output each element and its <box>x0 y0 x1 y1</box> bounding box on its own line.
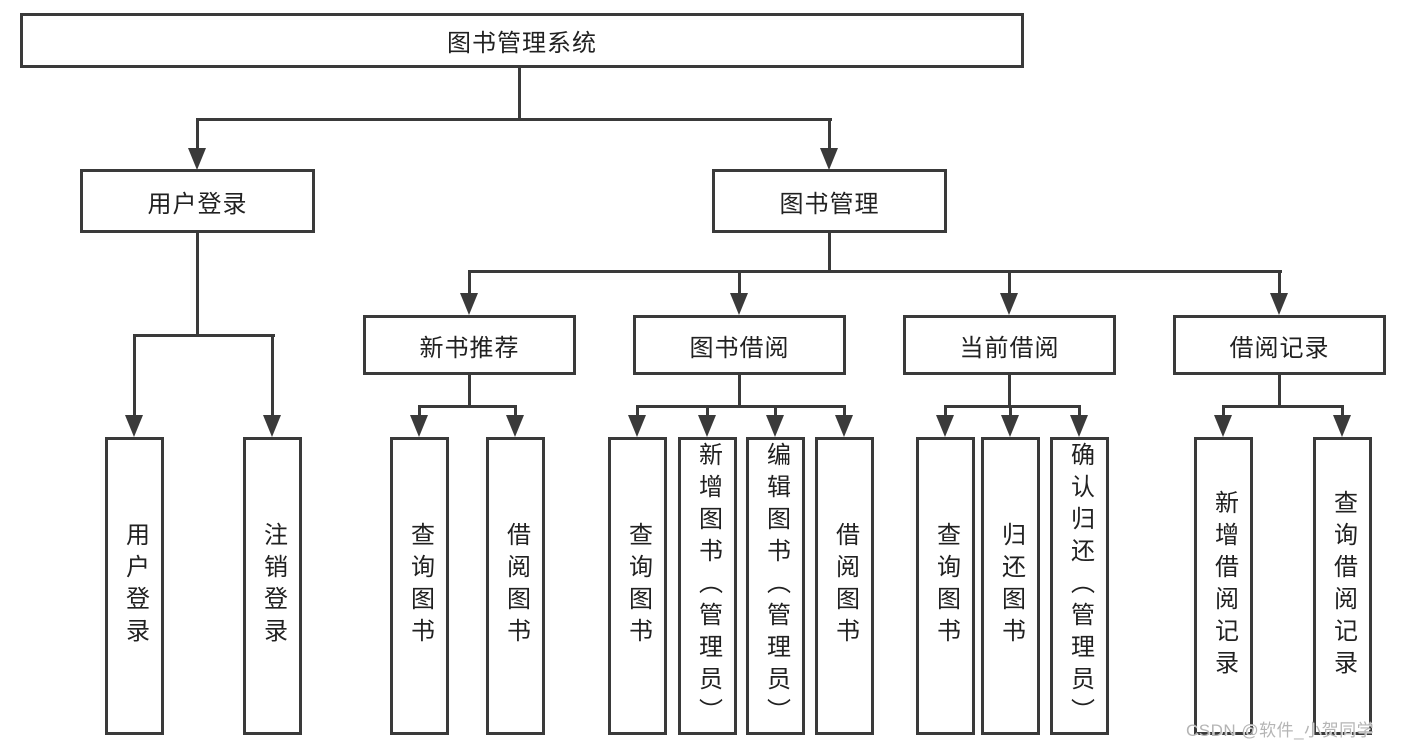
node-new-book-rec: 新书推荐 <box>363 315 576 375</box>
node-root-label: 图书管理系统 <box>447 30 597 57</box>
leaf-user-login: 用户登录 <box>105 437 164 735</box>
connector-stub-borrow-query <box>636 405 639 419</box>
connector-stub-book-mgmt <box>828 118 831 150</box>
leaf-borrow-borrow-books: 借阅图书 <box>815 437 874 735</box>
connector-login-horizontal <box>133 334 275 337</box>
connector-stub-current-confirm <box>1078 405 1081 419</box>
connector-stub-current-borrow <box>1008 270 1011 295</box>
connector-current-horizontal <box>944 405 1081 408</box>
connector-stub-current-return <box>1009 405 1012 419</box>
arrow-down-icon-current-borrow <box>1000 293 1018 315</box>
leaf-borrow-edit-books-admin: 编辑图书（管理员） <box>746 437 805 735</box>
leaf-newrec-query-books-label: 查询图书 <box>406 522 434 650</box>
connector-stub-newrec-query <box>418 405 421 419</box>
leaf-current-confirm-return-admin-label: 确认归还（管理员） <box>1066 442 1094 730</box>
leaf-current-query-books: 查询图书 <box>916 437 975 735</box>
connector-borrow-vertical <box>738 375 741 408</box>
leaf-current-confirm-return-admin: 确认归还（管理员） <box>1050 437 1109 735</box>
arrow-down-icon-borrow-query <box>628 415 646 437</box>
leaf-newrec-query-books: 查询图书 <box>390 437 449 735</box>
connector-root-vertical <box>518 68 521 121</box>
node-user-login: 用户登录 <box>80 169 315 233</box>
connector-stub-leaf-user-login <box>133 334 136 418</box>
leaf-user-login-label: 用户登录 <box>121 522 149 650</box>
node-borrow-records: 借阅记录 <box>1173 315 1386 375</box>
arrow-down-icon-user-login <box>188 148 206 170</box>
leaf-records-query-record: 查询借阅记录 <box>1313 437 1372 735</box>
arrow-down-icon-book-borrow <box>730 293 748 315</box>
node-new-book-rec-label: 新书推荐 <box>419 334 520 362</box>
node-book-mgmt-label: 图书管理 <box>779 190 880 218</box>
arrow-down-icon-current-confirm <box>1070 415 1088 437</box>
arrow-down-icon-leaf-user-login <box>125 415 143 437</box>
arrow-down-icon-book-mgmt <box>820 148 838 170</box>
connector-root-horizontal <box>196 118 832 121</box>
connector-newrec-horizontal <box>418 405 517 408</box>
leaf-borrow-query-books-label: 查询图书 <box>624 522 652 650</box>
connector-login-vertical <box>196 233 199 337</box>
connector-records-vertical <box>1278 375 1281 408</box>
connector-stub-records-add <box>1222 405 1225 419</box>
arrow-down-icon-borrow-add <box>698 415 716 437</box>
node-current-borrow: 当前借阅 <box>903 315 1116 375</box>
arrow-down-icon-newrec-borrow <box>506 415 524 437</box>
arrow-down-icon-borrow-borrow <box>835 415 853 437</box>
node-root: 图书管理系统 <box>20 13 1024 68</box>
arrow-down-icon-leaf-logout <box>263 415 281 437</box>
leaf-records-query-record-label: 查询借阅记录 <box>1329 490 1357 682</box>
node-book-borrow: 图书借阅 <box>633 315 846 375</box>
connector-stub-leaf-logout <box>271 334 274 418</box>
leaf-borrow-borrow-books-label: 借阅图书 <box>831 522 859 650</box>
connector-newrec-vertical <box>468 375 471 408</box>
connector-stub-borrow-records <box>1278 270 1281 295</box>
connector-stub-newrec-borrow <box>514 405 517 419</box>
leaf-logout-label: 注销登录 <box>259 522 287 650</box>
arrow-down-icon-records-query <box>1333 415 1351 437</box>
csdn-watermark: CSDN @软件_小贺同学 <box>1186 721 1375 740</box>
node-borrow-records-label: 借阅记录 <box>1229 334 1330 362</box>
connector-stub-user-login <box>196 118 199 150</box>
arrow-down-icon-borrow-records <box>1270 293 1288 315</box>
leaf-borrow-add-books-admin: 新增图书（管理员） <box>678 437 737 735</box>
connector-stub-borrow-add <box>706 405 709 419</box>
arrow-down-icon-newrec-query <box>410 415 428 437</box>
leaf-newrec-borrow-books-label: 借阅图书 <box>502 522 530 650</box>
arrow-down-icon-records-add <box>1214 415 1232 437</box>
node-current-borrow-label: 当前借阅 <box>959 334 1060 362</box>
arrow-down-icon-new-book-rec <box>460 293 478 315</box>
connector-stub-borrow-edit <box>774 405 777 419</box>
leaf-borrow-query-books: 查询图书 <box>608 437 667 735</box>
connector-current-vertical <box>1008 375 1011 408</box>
leaf-current-return-books-label: 归还图书 <box>997 522 1025 650</box>
leaf-records-add-record: 新增借阅记录 <box>1194 437 1253 735</box>
leaf-borrow-add-books-admin-label: 新增图书（管理员） <box>694 442 722 730</box>
arrow-down-icon-current-return <box>1001 415 1019 437</box>
connector-stub-current-query <box>944 405 947 419</box>
node-book-mgmt: 图书管理 <box>712 169 947 233</box>
connector-stub-new-book-rec <box>468 270 471 295</box>
connector-stub-book-borrow <box>738 270 741 295</box>
connector-mgmt-vertical <box>828 233 831 273</box>
leaf-current-return-books: 归还图书 <box>981 437 1040 735</box>
connector-stub-borrow-borrow <box>843 405 846 419</box>
connector-stub-records-query <box>1341 405 1344 419</box>
leaf-records-add-record-label: 新增借阅记录 <box>1210 490 1238 682</box>
arrow-down-icon-current-query <box>936 415 954 437</box>
connector-borrow-horizontal <box>636 405 846 408</box>
leaf-borrow-edit-books-admin-label: 编辑图书（管理员） <box>762 442 790 730</box>
node-book-borrow-label: 图书借阅 <box>689 334 790 362</box>
leaf-logout: 注销登录 <box>243 437 302 735</box>
connector-mgmt-horizontal <box>468 270 1282 273</box>
arrow-down-icon-borrow-edit <box>766 415 784 437</box>
node-user-login-label: 用户登录 <box>147 190 248 218</box>
leaf-newrec-borrow-books: 借阅图书 <box>486 437 545 735</box>
leaf-current-query-books-label: 查询图书 <box>932 522 960 650</box>
connector-records-horizontal <box>1222 405 1344 408</box>
